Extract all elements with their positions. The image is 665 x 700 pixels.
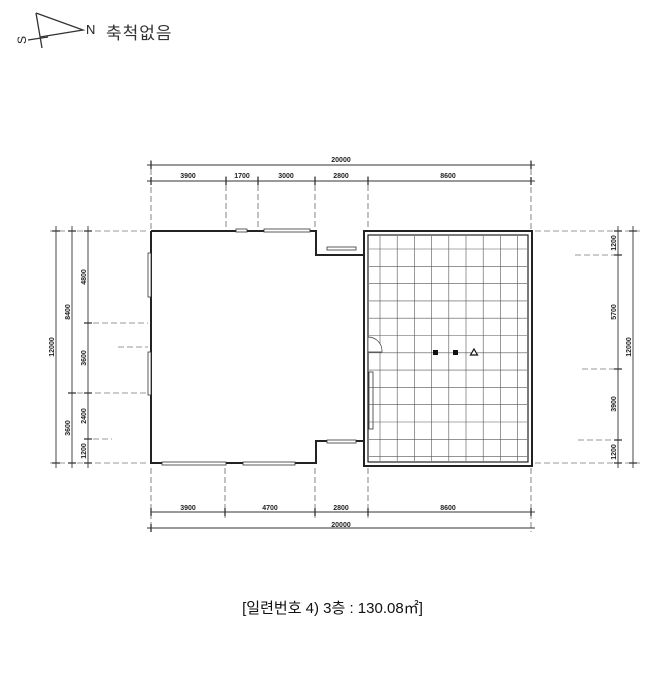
dim-top-total: 20000: [331, 157, 351, 164]
dim-bottom-4: 8600: [440, 505, 456, 512]
dim-bottom-1: 3900: [180, 505, 196, 512]
dim-top-3: 3000: [278, 173, 294, 180]
north-arrow-icon: [27, 12, 86, 49]
left-building-walls: [150, 230, 365, 464]
dim-right-4: 1200: [611, 444, 618, 460]
dimension-labels: 20000 3900 1700 3000 2800 8600 3900 4700…: [49, 157, 633, 529]
dim-left-total: 12000: [49, 337, 56, 357]
dim-bottom-2: 4700: [262, 505, 278, 512]
dim-bottom-3: 2800: [333, 505, 349, 512]
dimension-lines: [50, 160, 640, 532]
dim-left-inner-2: 3600: [81, 350, 88, 366]
room-label-marks: [433, 347, 479, 356]
north-label: N: [86, 22, 95, 37]
dim-left-mid-1: 8400: [65, 304, 72, 320]
dim-right-2: 5700: [611, 304, 618, 320]
dim-top-2: 1700: [234, 173, 250, 180]
dim-bottom-total: 20000: [331, 522, 351, 529]
dim-top-4: 2800: [333, 173, 349, 180]
scale-note: 축척없음: [106, 24, 173, 43]
dim-right-total: 12000: [626, 337, 633, 357]
dim-left-inner-1: 4800: [81, 269, 88, 285]
dim-left-mid-2: 3600: [65, 420, 72, 436]
south-label: S: [15, 36, 29, 44]
door-icon: [367, 336, 383, 353]
plan-caption: [일련번호 4) 3층 : 130.08㎡]: [242, 600, 423, 617]
dim-top-5: 8600: [440, 173, 456, 180]
dim-right-1: 1200: [611, 235, 618, 251]
dim-top-1: 3900: [180, 173, 196, 180]
floor-tile-grid: [369, 236, 527, 461]
windows: [147, 228, 374, 466]
dim-left-inner-4: 1200: [81, 443, 88, 459]
dim-left-inner-3: 2400: [81, 408, 88, 424]
dim-right-3: 3900: [611, 396, 618, 412]
